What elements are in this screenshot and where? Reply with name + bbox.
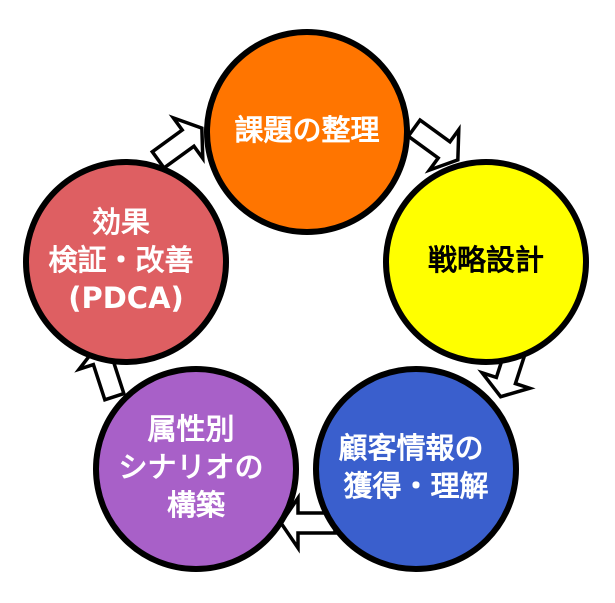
step-label: 属性別 シナリオの 構築 [118,412,273,522]
cycle-step: 戦略設計 [383,159,589,365]
step-circle [383,159,589,365]
step-label: 効果 検証・改善 (PDCA) [48,205,203,315]
cycle-step: 顧客情報の 獲得・理解 [313,366,519,572]
step-circle [313,366,519,572]
step-label: 戦略設計 [428,243,544,277]
step-label: 顧客情報の 獲得・理解 [338,431,493,503]
step-circle [93,366,299,572]
cycle-step: 効果 検証・改善 (PDCA) [23,159,229,365]
arrow-right-icon [405,117,461,174]
cycle-step: 課題の整理 [204,29,410,235]
step-circle [204,29,410,235]
cycle-step: 属性別 シナリオの 構築 [93,366,299,572]
arrow-right-icon [149,114,205,171]
step-circle [23,159,229,365]
step-label: 課題の整理 [234,113,379,147]
